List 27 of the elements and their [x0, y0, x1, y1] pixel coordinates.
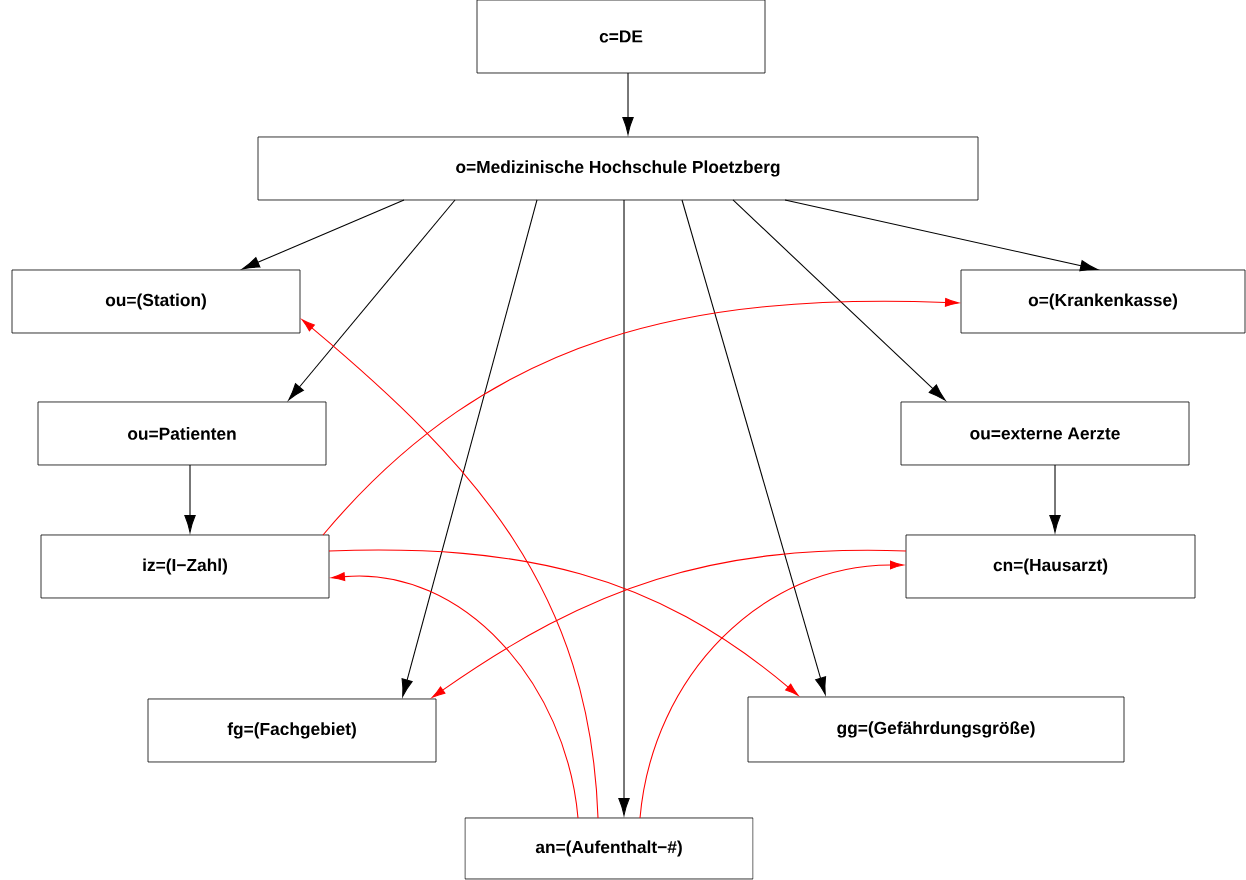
arrow — [1049, 464, 1061, 533]
arrow — [301, 319, 599, 819]
arrow — [639, 560, 904, 819]
arrow — [328, 549, 799, 696]
entry-box: ou=Patienten — [37, 401, 327, 466]
entry-box: o=Medizinische Hochschule Ploetzberg — [257, 136, 979, 201]
arrow — [681, 199, 827, 695]
entry-box: an=(Aufenthalt−#) — [464, 817, 754, 880]
entry-box: o=(Krankenkasse) — [960, 269, 1246, 334]
arrow — [784, 199, 1098, 272]
arrow — [331, 572, 579, 819]
arrow — [431, 549, 907, 698]
arrow — [732, 199, 946, 401]
entry-box: iz=(I−Zahl) — [40, 534, 330, 599]
entry-box: c=DE — [476, 0, 766, 74]
arrow — [241, 199, 405, 270]
entry-box: ou=externe Aerzte — [900, 401, 1190, 466]
arrow — [618, 199, 630, 816]
arrow — [288, 199, 456, 401]
arrow — [622, 72, 634, 135]
entry-box: cn=(Hausarzt) — [905, 534, 1196, 599]
entry-box: gg=(Gefährdungsgröße) — [747, 696, 1125, 763]
entry-box: fg=(Fachgebiet) — [147, 698, 437, 763]
arrow — [401, 199, 538, 697]
arrow — [322, 298, 959, 536]
arrow — [184, 464, 196, 533]
entry-box: ou=(Station) — [11, 269, 301, 334]
